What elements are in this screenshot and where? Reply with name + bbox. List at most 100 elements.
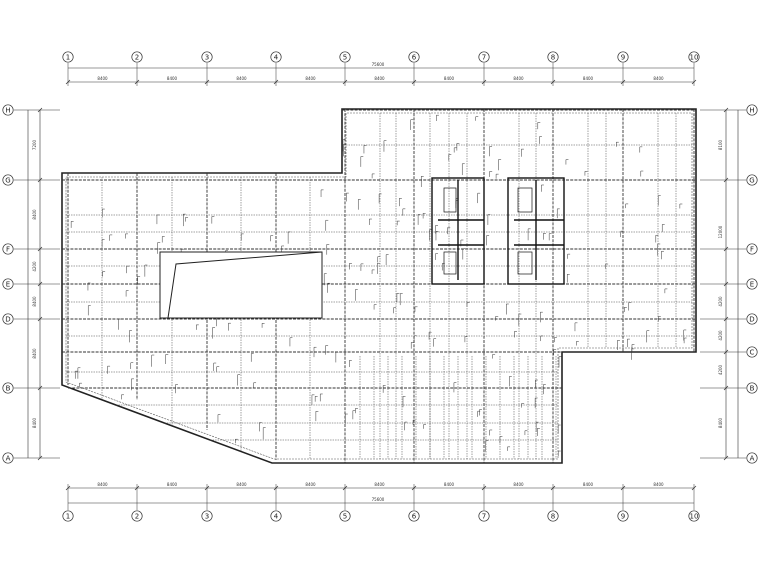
grid-bubble-bottom-9: 9 — [617, 510, 629, 522]
grid-bubble-label: 8 — [551, 512, 555, 520]
dim-tick — [550, 79, 556, 85]
grid-bubble-right-G: G — [746, 174, 758, 186]
row-dimension-left: 8400 — [32, 209, 37, 220]
grid-bubble-label: D — [749, 315, 754, 323]
dim-tick — [342, 79, 348, 85]
grid-bubble-circle — [2, 382, 14, 394]
row-dimension-right: 8400 — [718, 417, 723, 428]
dim-tick — [204, 79, 210, 85]
grid-bubble-circle — [478, 510, 490, 522]
bay-dimension-bottom: 8400 — [374, 482, 385, 487]
grid-bubble-label: F — [750, 245, 754, 253]
grid-bubble-circle — [746, 382, 758, 394]
grid-bubble-circle — [408, 51, 420, 63]
grid-bubble-label: 4 — [274, 53, 279, 61]
grid-bubble-circle — [2, 278, 14, 290]
dim-tick — [37, 316, 43, 322]
core-walls — [431, 177, 565, 285]
grid-bubble-label: A — [6, 454, 11, 462]
grid-bubble-right-B: B — [746, 382, 758, 394]
bay-dimension-top: 8400 — [653, 76, 664, 81]
dim-tick — [723, 455, 729, 461]
grid-bubble-circle — [131, 510, 143, 522]
dim-tick — [691, 79, 697, 85]
dim-tick — [37, 385, 43, 391]
grid-bubble-label: 2 — [135, 512, 139, 520]
grid-bubble-label: D — [5, 315, 10, 323]
grid-bubble-circle — [408, 510, 420, 522]
bay-dimension-bottom: 8400 — [97, 482, 108, 487]
dim-tick — [37, 455, 43, 461]
grid-bubble-top-6: 6 — [408, 51, 420, 63]
bay-dimension-bottom: 8400 — [305, 482, 316, 487]
grid-bubble-circle — [270, 51, 282, 63]
grid-bubble-bottom-2: 2 — [131, 510, 143, 522]
bay-dimension-bottom: 8400 — [444, 482, 455, 487]
grid-bubble-circle — [2, 452, 14, 464]
grid-bubble-bottom-1: 1 — [62, 510, 74, 522]
grid-bubble-label: 10 — [690, 512, 699, 520]
grid-bubble-circle — [2, 174, 14, 186]
grid-bubble-left-A: A — [2, 452, 14, 464]
grid-bubble-circle — [688, 510, 700, 522]
dim-tick — [134, 79, 140, 85]
grid-bubble-right-E: E — [746, 278, 758, 290]
grid-bubble-label: C — [750, 348, 755, 356]
bay-dimension-top: 8400 — [305, 76, 316, 81]
grid-bubble-right-D: D — [746, 313, 758, 325]
grid-bubble-right-A: A — [746, 452, 758, 464]
bay-dimension-top: 8400 — [583, 76, 594, 81]
dim-tick — [411, 79, 417, 85]
grid-bubble-circle — [746, 174, 758, 186]
grid-bubble-right-C: C — [746, 346, 758, 358]
grid-bubble-circle — [201, 51, 213, 63]
grid-bubble-label: 2 — [135, 53, 139, 61]
grid-bubble-top-3: 3 — [201, 51, 213, 63]
grid-bubble-bottom-10: 10 — [688, 510, 700, 522]
dim-tick — [65, 485, 71, 491]
dim-tick — [723, 349, 729, 355]
dim-tick — [691, 485, 697, 491]
bay-dimension-bottom: 8400 — [583, 482, 594, 487]
dim-tick — [204, 485, 210, 491]
grid-bubble-top-9: 9 — [617, 51, 629, 63]
row-dimension-left: 8400 — [32, 296, 37, 307]
grid-bubble-top-2: 2 — [131, 51, 143, 63]
dim-tick — [723, 281, 729, 287]
grid-bubble-label: E — [6, 280, 10, 288]
grid-bubble-left-B: B — [2, 382, 14, 394]
grid-bubble-circle — [201, 510, 213, 522]
row-dimension-left: 8400 — [32, 417, 37, 428]
beam-grid — [62, 109, 696, 463]
grid-bubble-bottom-4: 4 — [270, 510, 282, 522]
overall-dimension-bottom: 75600 — [372, 497, 385, 502]
grid-bubble-label: 4 — [274, 512, 279, 520]
row-dimension-right: 4200 — [718, 330, 723, 341]
grid-bubble-circle — [131, 51, 143, 63]
dim-tick — [273, 79, 279, 85]
grid-bubble-circle — [547, 510, 559, 522]
bay-dimension-bottom: 8400 — [653, 482, 664, 487]
dim-tick — [550, 485, 556, 491]
grid-bubble-left-F: F — [2, 243, 14, 255]
building-outline — [61, 108, 697, 464]
dim-tick — [37, 107, 43, 113]
row-dimension-left: 4200 — [32, 261, 37, 272]
grid-bubble-label: 9 — [621, 512, 625, 520]
grid-bubble-bottom-5: 5 — [339, 510, 351, 522]
bay-dimension-top: 8400 — [444, 76, 455, 81]
atrium-opening — [159, 251, 323, 319]
grid-bubble-left-D: D — [2, 313, 14, 325]
grid-bubble-circle — [478, 51, 490, 63]
grid-bubble-label: B — [750, 384, 755, 392]
grid-bubble-label: 3 — [205, 512, 209, 520]
grid-bubble-circle — [746, 104, 758, 116]
dim-tick — [273, 485, 279, 491]
bottom-dimension-chain — [68, 487, 694, 504]
grid-bubble-label: G — [749, 176, 754, 184]
bay-dimension-top: 8400 — [374, 76, 385, 81]
grid-bubble-label: 1 — [66, 53, 70, 61]
row-dimension-right: 4200 — [718, 296, 723, 307]
